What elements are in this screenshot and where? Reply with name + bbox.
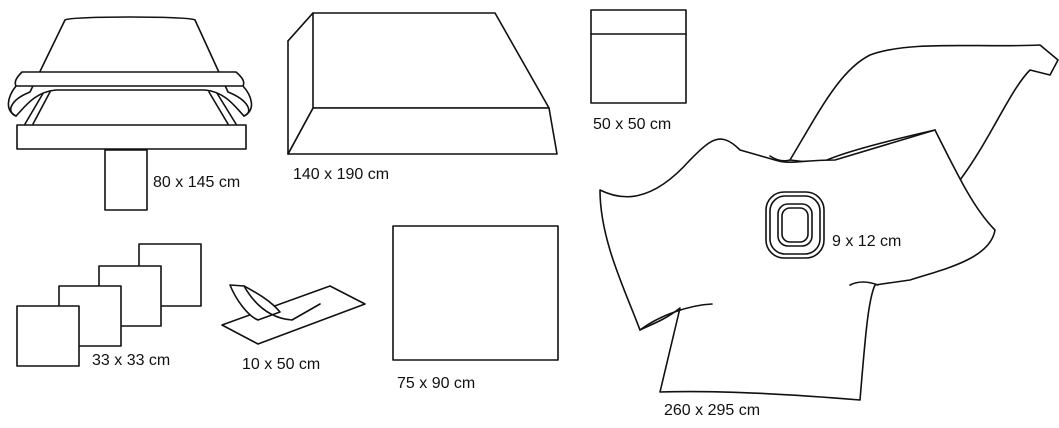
table-cover-illustration (7, 16, 253, 211)
fenestration-label: 9 x 12 cm (832, 233, 902, 250)
adhesive-strip-curl (243, 285, 321, 321)
adhesive-strip-label: 10 x 50 cm (242, 356, 321, 373)
fenestration-outer-ring (765, 191, 825, 259)
table-cover-drop (104, 149, 148, 211)
table-cover-band (14, 71, 245, 87)
table-cover-front (16, 124, 247, 150)
table-cover-label: 80 x 145 cm (153, 174, 241, 191)
large-drape-fold-2 (849, 281, 879, 286)
mattress-cover-side (287, 12, 314, 155)
small-square-label: 50 x 50 cm (593, 116, 672, 133)
fenestration-inner-ring (777, 203, 813, 247)
mattress-cover-front (287, 107, 558, 155)
fenestration-inner-ring-2 (781, 207, 809, 243)
table-cover-top (9, 16, 250, 117)
towel-1 (16, 305, 80, 367)
large-drape-illustration (599, 44, 1059, 401)
small-square-rect (590, 9, 687, 104)
drape-sheet-label: 75 x 90 cm (397, 375, 476, 392)
towels-label: 33 x 33 cm (92, 352, 171, 369)
large-drape-body (599, 129, 996, 401)
towels-illustration (16, 243, 202, 367)
fenestration-outer-ring-2 (769, 195, 821, 255)
large-drape-fold-4 (769, 155, 791, 162)
large-drape-fold-1 (639, 303, 713, 331)
adhesive-strip-base (221, 285, 366, 345)
mattress-cover-label: 140 x 190 cm (293, 166, 390, 183)
large-drape-label: 260 x 295 cm (664, 402, 761, 419)
mattress-cover-top (287, 12, 550, 109)
large-drape-fold-3 (826, 129, 936, 161)
table-cover-sides (7, 85, 253, 117)
large-drape-back-flap (789, 44, 1059, 181)
small-square-illustration (590, 9, 687, 104)
table-cover-frame (24, 89, 237, 125)
adhesive-strip-illustration (221, 284, 366, 345)
mattress-cover-illustration (287, 12, 558, 155)
drape-sheet-illustration (392, 225, 559, 361)
drape-sheet-rect (392, 225, 559, 361)
